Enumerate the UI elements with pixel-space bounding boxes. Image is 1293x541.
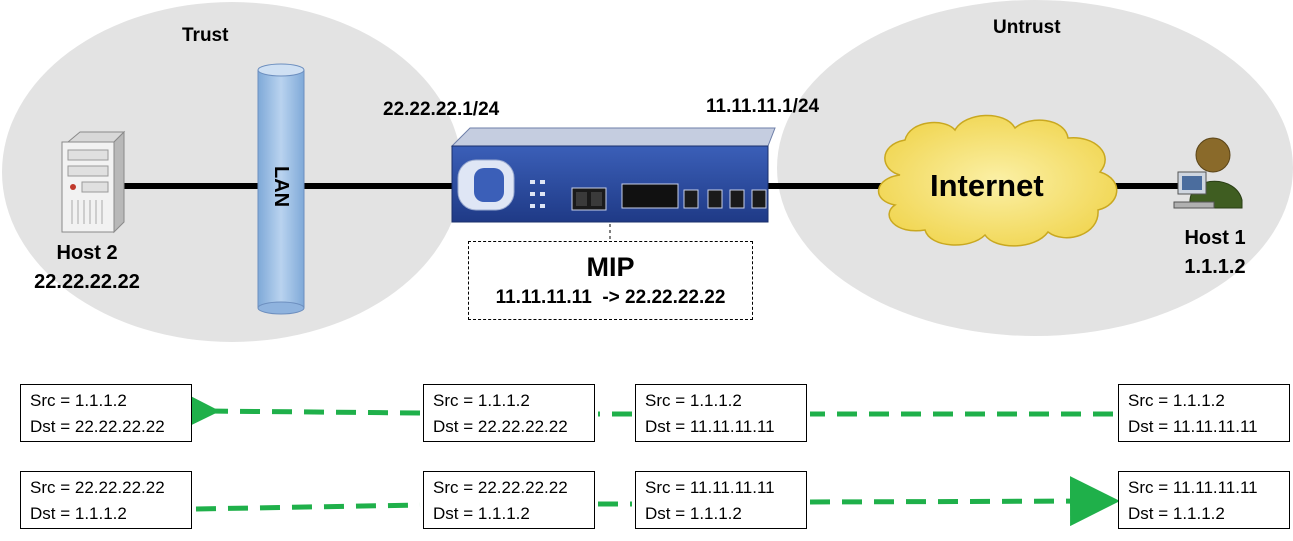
packet-src: Src = 1.1.1.2 [433,391,530,410]
packet-dst: Dst = 1.1.1.2 [433,504,530,523]
host2-label: Host 2 22.22.22.22 [28,239,146,297]
host2-ip: 22.22.22.22 [34,271,140,293]
mip-title: MIP [586,252,635,282]
trust-zone [2,2,462,342]
untrust-interface-ip: 11.11.11.1/24 [706,96,820,117]
packet-box: Src = 1.1.1.2 Dst = 22.22.22.22 [423,384,595,442]
packet-box: Src = 11.11.11.11 Dst = 1.1.1.2 [635,471,807,529]
user-workstation-icon [1173,137,1243,209]
firewall-device-icon [450,127,776,223]
packet-src: Src = 1.1.1.2 [30,391,127,410]
packet-dst: Dst = 11.11.11.11 [1128,417,1258,436]
lan-segment [257,63,305,315]
packet-src: Src = 22.22.22.22 [30,478,165,497]
flow-arrow-outbound-1 [195,502,421,512]
host1-name: Host 1 [1184,227,1246,249]
trust-interface-ip: 22.22.22.1/24 [383,99,500,120]
packet-dst: Dst = 22.22.22.22 [30,417,165,436]
packet-box: Src = 22.22.22.22 Dst = 1.1.1.2 [423,471,595,529]
internet-label: Internet [930,168,1044,203]
flow-arrow-outbound-3 [809,476,1120,527]
packet-dst: Dst = 1.1.1.2 [1128,504,1225,523]
packet-src: Src = 1.1.1.2 [1128,391,1225,410]
host2-name: Host 2 [56,242,118,264]
packet-box: Src = 1.1.1.2 Dst = 11.11.11.11 [635,384,807,442]
trust-zone-label: Trust [182,25,229,46]
packet-dst: Dst = 11.11.11.11 [645,417,775,436]
untrust-zone-label: Untrust [993,17,1061,38]
packet-dst: Dst = 1.1.1.2 [30,504,127,523]
flow-arrow-inbound-3 [169,385,421,436]
host1-label: Host 1 1.1.1.2 [1170,224,1260,282]
host1-ip: 1.1.1.2 [1184,256,1246,278]
server-icon [61,130,126,234]
packet-dst: Dst = 1.1.1.2 [645,504,742,523]
packet-box: Src = 22.22.22.22 Dst = 1.1.1.2 [20,471,192,529]
internet-cloud-icon [877,114,1118,247]
packet-src: Src = 11.11.11.11 [645,478,775,497]
packet-box: Src = 1.1.1.2 Dst = 22.22.22.22 [20,384,192,442]
mip-mapping: 11.11.11.11 -> 22.22.22.22 [495,287,726,308]
packet-src: Src = 1.1.1.2 [645,391,742,410]
packet-dst: Dst = 22.22.22.22 [433,417,568,436]
mip-box: MIP 11.11.11.11 -> 22.22.22.22 [468,241,753,320]
packet-box: Src = 11.11.11.11 Dst = 1.1.1.2 [1118,471,1290,529]
packet-src: Src = 11.11.11.11 [1128,478,1258,497]
packet-box: Src = 1.1.1.2 Dst = 11.11.11.11 [1118,384,1290,442]
packet-src: Src = 22.22.22.22 [433,478,568,497]
lan-label: LAN [270,166,292,208]
